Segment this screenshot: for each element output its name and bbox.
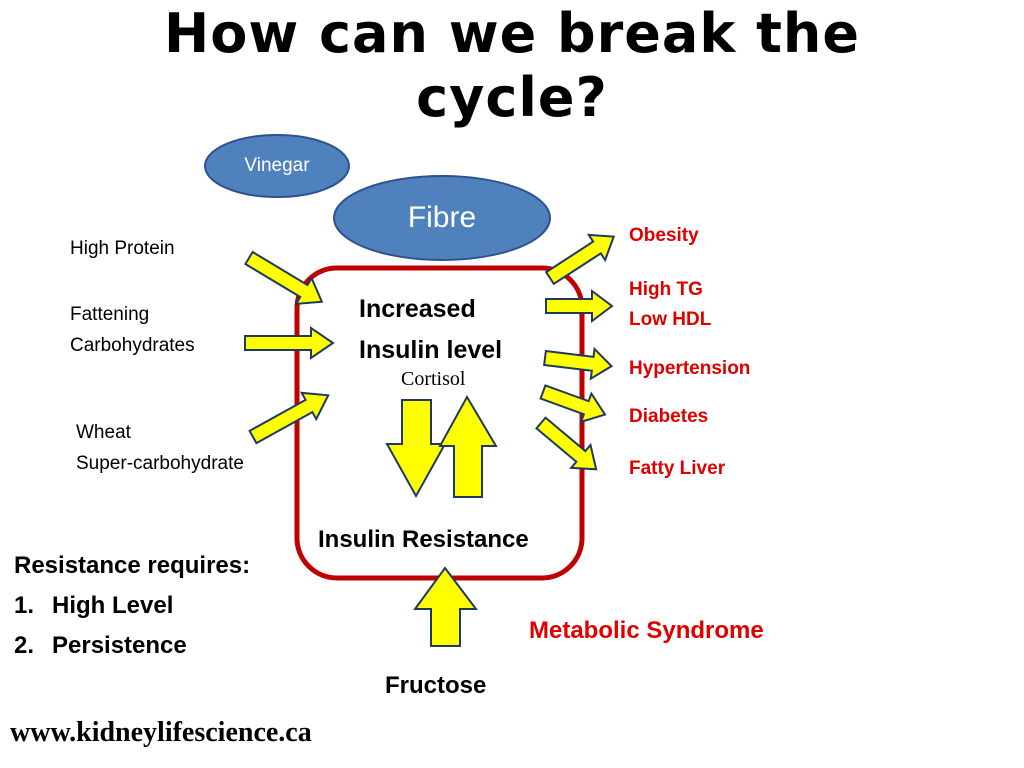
list-item-number: 2. xyxy=(14,632,35,659)
list-item-label: Persistence xyxy=(52,632,187,659)
lipids-label: High TG Low HDL xyxy=(629,275,711,335)
diabetes-arrow xyxy=(539,384,607,424)
fibre-label: Fibre xyxy=(407,201,477,234)
cortisol-label: Cortisol xyxy=(401,368,466,390)
list-item: 2. Persistence xyxy=(14,626,250,666)
vinegar-label: Vinegar xyxy=(244,155,310,176)
increased-insulin-label: Increased Insulin level xyxy=(359,289,502,371)
high-tg-arrow xyxy=(545,289,614,323)
high-protein-label: High Protein xyxy=(70,238,175,259)
fattening-carbohydrates-label: Fattening Carbohydrates xyxy=(70,299,195,361)
high-protein-arrow xyxy=(244,250,324,305)
increased-line-2: Insulin level xyxy=(359,336,503,364)
website-url: www.kidneylifescience.ca xyxy=(10,717,312,748)
fatty-liver-arrow xyxy=(535,416,598,471)
title-line-1: How can we break the xyxy=(164,2,860,65)
page-title: How can we break the cycle? xyxy=(0,2,1024,130)
obesity-label: Obesity xyxy=(629,225,699,246)
wheat-line-2: Super-carbohydrate xyxy=(76,453,244,474)
fatty-liver-label: Fatty Liver xyxy=(629,458,726,479)
down-arrow xyxy=(385,399,447,499)
fattening-line-1: Fattening xyxy=(70,304,150,325)
hypertension-arrow xyxy=(543,346,614,381)
list-item-number: 1. xyxy=(14,592,35,619)
metabolic-syndrome-label: Metabolic Syndrome xyxy=(529,617,764,644)
insulin-resistance-label: Insulin Resistance xyxy=(318,526,529,553)
fructose-arrow xyxy=(413,566,479,647)
fibre-oval xyxy=(333,175,551,261)
hypertension-label: Hypertension xyxy=(629,358,751,379)
title-line-2: cycle? xyxy=(416,66,608,129)
fattening-line-2: Carbohydrates xyxy=(70,335,195,356)
wheat-label: Wheat Super-carbohydrate xyxy=(76,417,244,479)
vinegar-oval xyxy=(204,134,350,198)
list-item: 1. High Level xyxy=(14,586,250,626)
increased-line-1: Increased xyxy=(359,295,476,323)
list-item-label: High Level xyxy=(52,592,174,619)
up-arrow xyxy=(438,394,498,498)
fructose-label: Fructose xyxy=(385,672,487,699)
resistance-requires: Resistance requires: 1. High Level 2. Pers… xyxy=(14,546,250,666)
obesity-arrow xyxy=(544,233,616,286)
low-hdl-label: Low HDL xyxy=(629,309,712,330)
diabetes-label: Diabetes xyxy=(629,406,709,427)
high-tg-label: High TG xyxy=(629,279,703,300)
fattening-carbohydrates-arrow xyxy=(244,326,335,360)
wheat-line-1: Wheat xyxy=(76,422,131,443)
wheat-arrow xyxy=(248,391,330,445)
resistance-heading: Resistance requires: xyxy=(14,552,251,579)
